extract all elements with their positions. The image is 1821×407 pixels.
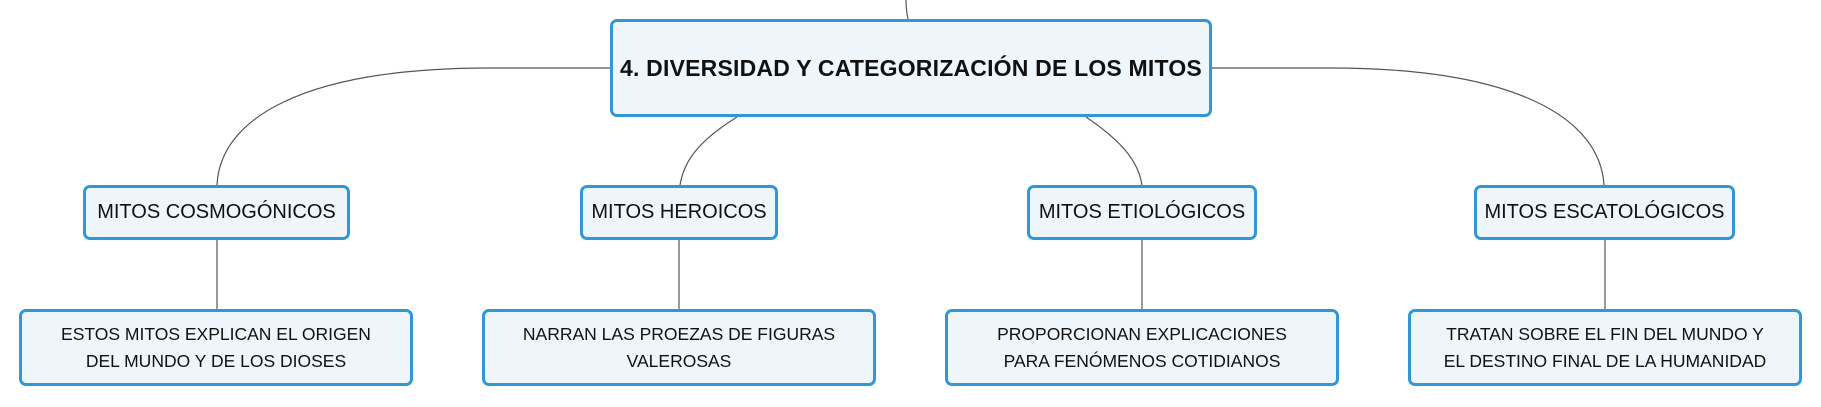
- topic-node-mitos-etiologicos[interactable]: MITOS ETIOLÓGICOS: [1027, 185, 1257, 240]
- description-node-escatologicos[interactable]: TRATAN SOBRE EL FIN DEL MUNDO Y EL DESTI…: [1408, 309, 1802, 386]
- description-text: NARRAN LAS PROEZAS DE FIGURAS VALEROSAS: [522, 323, 836, 371]
- connector-root-to-cosmogonicos: [216, 67, 610, 186]
- connector-root-to-heroicos: [679, 116, 738, 186]
- topic-label: MITOS ETIOLÓGICOS: [1038, 201, 1246, 223]
- description-node-heroicos[interactable]: NARRAN LAS PROEZAS DE FIGURAS VALEROSAS: [482, 309, 876, 386]
- connector-root-to-etiologicos: [1085, 116, 1143, 186]
- connector-parent-to-root: [905, 0, 909, 20]
- description-text: ESTOS MITOS EXPLICAN EL ORIGEN DEL MUNDO…: [61, 323, 371, 371]
- topic-label: MITOS COSMOGÓNICOS: [97, 201, 336, 223]
- topic-node-mitos-heroicos[interactable]: MITOS HEROICOS: [580, 185, 778, 240]
- description-node-cosmogonicos[interactable]: ESTOS MITOS EXPLICAN EL ORIGEN DEL MUNDO…: [19, 309, 413, 386]
- connector-root-to-escatologicos: [1212, 67, 1605, 186]
- root-topic-label: 4. DIVERSIDAD Y CATEGORIZACIÓN DE LOS MI…: [620, 54, 1202, 81]
- topic-node-mitos-cosmogonicos[interactable]: MITOS COSMOGÓNICOS: [83, 185, 350, 240]
- description-node-etiologicos[interactable]: PROPORCIONAN EXPLICACIONES PARA FENÓMENO…: [945, 309, 1339, 386]
- root-topic-node[interactable]: 4. DIVERSIDAD Y CATEGORIZACIÓN DE LOS MI…: [610, 19, 1212, 117]
- description-text: TRATAN SOBRE EL FIN DEL MUNDO Y EL DESTI…: [1443, 323, 1767, 371]
- description-text: PROPORCIONAN EXPLICACIONES PARA FENÓMENO…: [997, 323, 1287, 371]
- topic-label: MITOS HEROICOS: [591, 201, 767, 223]
- topic-label: MITOS ESCATOLÓGICOS: [1484, 201, 1725, 223]
- topic-node-mitos-escatologicos[interactable]: MITOS ESCATOLÓGICOS: [1474, 185, 1735, 240]
